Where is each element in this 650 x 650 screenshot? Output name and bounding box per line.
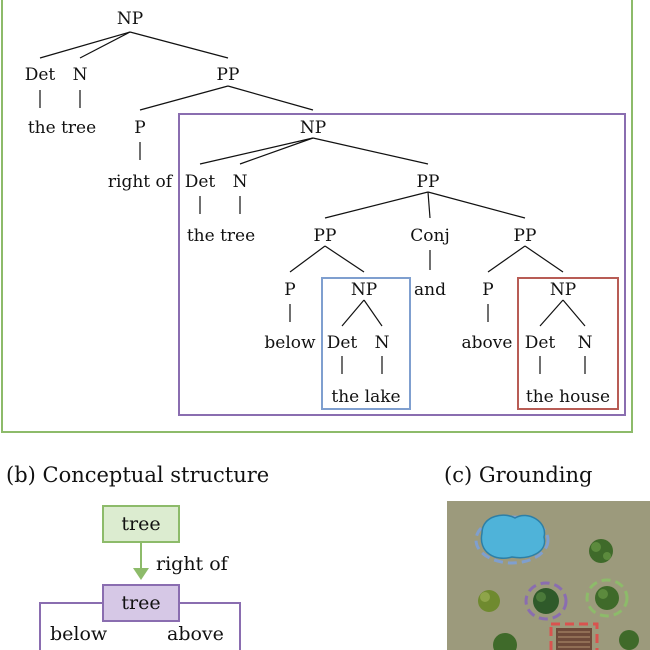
leaf-the-lake: the lake <box>331 387 400 407</box>
conceptual-structure: tree right of tree below above <box>39 505 241 650</box>
bush-icon <box>524 581 568 621</box>
bush-icon <box>585 578 629 618</box>
node-p-1: P <box>134 118 145 138</box>
above-arrow <box>179 602 241 650</box>
leaf-the-tree-2: the tree <box>187 226 255 246</box>
leaf-below: below <box>264 333 316 353</box>
concept-right-of-label: right of <box>156 553 230 575</box>
node-n-2: N <box>233 172 248 192</box>
node-conj: Conj <box>410 226 449 246</box>
bush-icon <box>478 590 500 612</box>
house-icon <box>549 622 599 650</box>
node-pp-4: PP <box>514 226 537 246</box>
node-n-4: N <box>578 333 593 353</box>
concept-tree-top <box>102 505 180 543</box>
below-arrow <box>39 602 103 650</box>
parse-tree-frame <box>1 0 633 433</box>
leaf-the-tree-1: the tree <box>28 118 96 138</box>
node-np-3: NP <box>351 280 377 300</box>
leaf-above: above <box>462 333 513 353</box>
node-pp-2: PP <box>417 172 440 192</box>
concept-tree-mid-label: tree <box>121 592 160 614</box>
node-np-root: NP <box>117 9 143 29</box>
node-p-2: P <box>284 280 295 300</box>
node-det-2: Det <box>185 172 216 192</box>
node-np-2: NP <box>300 118 326 138</box>
concept-above-label: above <box>167 623 224 645</box>
concept-tree-top-label: tree <box>121 513 160 535</box>
np-phrase-box <box>178 113 626 416</box>
map-background <box>447 501 650 650</box>
leaf-the-house: the house <box>526 387 610 407</box>
leaf-right-of: right of <box>108 172 174 192</box>
node-det-1: Det <box>25 65 56 85</box>
tree-nodes: NP Det N PP the tree P NP right of Det N… <box>25 9 610 407</box>
tree-edges <box>39 31 586 374</box>
lake-icon <box>474 514 550 565</box>
grounding-map <box>447 501 650 650</box>
concept-below-label: below <box>50 623 108 645</box>
node-n-3: N <box>375 333 390 353</box>
node-pp-1: PP <box>217 65 240 85</box>
node-p-3: P <box>482 280 493 300</box>
caption-conceptual-structure: (b) Conceptual structure <box>6 463 270 487</box>
node-n-1: N <box>73 65 88 85</box>
node-np-4: NP <box>550 280 576 300</box>
house-np-box <box>517 277 619 410</box>
bush-icon <box>493 630 639 650</box>
right-of-arrow-head <box>133 568 149 580</box>
leaf-and: and <box>414 280 446 300</box>
lake-np-box <box>321 277 411 410</box>
caption-grounding: (c) Grounding <box>444 463 593 487</box>
node-pp-3: PP <box>314 226 337 246</box>
node-det-4: Det <box>525 333 556 353</box>
node-det-3: Det <box>327 333 358 353</box>
bush-icon <box>589 539 613 563</box>
